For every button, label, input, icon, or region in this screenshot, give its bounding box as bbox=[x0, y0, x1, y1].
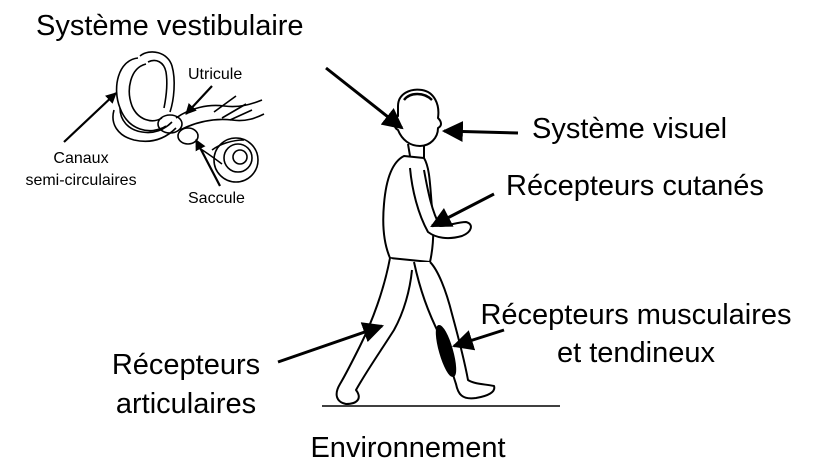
label-articulaires-line1: Récepteurs bbox=[86, 350, 286, 382]
label-canaux-line1: Canaux bbox=[0, 150, 162, 168]
label-environnement: Environnement bbox=[258, 433, 558, 465]
label-systeme-visuel: Système visuel bbox=[532, 114, 727, 146]
label-canaux-line2: semi-circulaires bbox=[0, 172, 162, 190]
label-saccule: Saccule bbox=[188, 190, 245, 208]
arrow-vestibulaire bbox=[326, 68, 402, 128]
label-utricule: Utricule bbox=[188, 66, 242, 84]
label-articulaires-line2: articulaires bbox=[86, 389, 286, 421]
arrow-visuel bbox=[444, 131, 518, 133]
label-recepteurs-cutanes: Récepteurs cutanés bbox=[506, 171, 764, 203]
label-musculaires-line2: et tendineux bbox=[458, 338, 814, 370]
arrow-canaux bbox=[64, 93, 116, 142]
label-systeme-vestibulaire: Système vestibulaire bbox=[36, 11, 304, 43]
label-musculaires-line1: Récepteurs musculaires bbox=[458, 300, 814, 332]
arrow-utricule bbox=[186, 86, 212, 114]
